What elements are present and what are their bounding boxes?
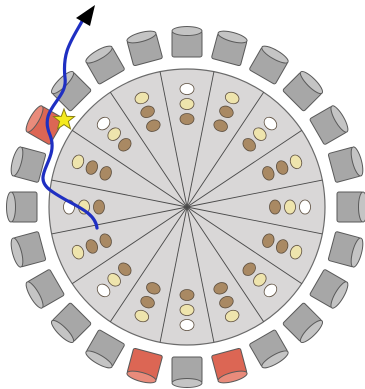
bead	[146, 119, 161, 132]
spoke-line	[72, 129, 188, 208]
bead	[96, 283, 111, 298]
bead	[289, 244, 303, 260]
ring-block	[126, 30, 163, 67]
spoke-line	[186, 179, 323, 208]
bead	[262, 166, 275, 181]
bead	[224, 309, 240, 323]
ring-block	[309, 105, 349, 145]
bead	[179, 83, 195, 95]
bead	[213, 282, 228, 295]
bead	[71, 154, 85, 170]
bead	[107, 273, 121, 287]
bead	[269, 199, 281, 215]
ring-block	[85, 329, 125, 369]
ring-block	[50, 302, 92, 344]
bead	[253, 273, 267, 287]
spoke-line	[186, 92, 265, 208]
bead	[224, 91, 240, 105]
spoke-line	[159, 71, 188, 208]
beads	[63, 83, 311, 331]
ring-block	[309, 269, 349, 309]
bead	[140, 105, 155, 118]
spoke-line	[186, 206, 215, 343]
bead	[179, 304, 195, 316]
ring-block	[171, 26, 203, 58]
spoke-line	[186, 206, 265, 322]
spoke-line	[186, 206, 302, 285]
bead	[263, 116, 278, 131]
spoke-line	[186, 206, 323, 235]
bead	[253, 127, 267, 141]
ring-block	[10, 146, 47, 183]
spoke-line	[109, 92, 188, 208]
spoke-line	[186, 129, 302, 208]
spoke-line	[51, 179, 188, 208]
trajectory-path	[41, 14, 99, 230]
spoke-line	[72, 206, 188, 285]
bead	[146, 282, 161, 295]
bead	[85, 239, 98, 254]
ring-block	[85, 45, 125, 85]
ring-block	[25, 269, 65, 309]
bead	[219, 105, 234, 118]
ring-block	[211, 30, 248, 67]
bead	[276, 160, 289, 175]
ring-block	[327, 146, 364, 183]
ring-block	[282, 302, 324, 344]
spoke-line	[51, 206, 188, 235]
ring-block	[282, 70, 324, 112]
bead	[179, 98, 195, 110]
bead	[242, 138, 256, 152]
bead	[140, 296, 155, 309]
ring-block	[336, 191, 365, 223]
bead	[263, 283, 278, 298]
ring-block	[6, 191, 38, 223]
ring-block	[50, 70, 92, 112]
bead	[107, 127, 121, 141]
bead	[96, 116, 111, 131]
arrow-head-icon	[76, 5, 95, 26]
bead	[289, 154, 303, 170]
bead	[213, 119, 228, 132]
spoke-line	[109, 206, 188, 322]
bead	[299, 199, 311, 215]
ring-block	[171, 356, 203, 388]
spoke-line	[186, 71, 215, 208]
ring-block	[211, 347, 248, 384]
bead	[179, 319, 195, 331]
spokes	[51, 71, 323, 343]
ring-block	[126, 347, 163, 384]
bead	[99, 166, 112, 181]
ring-block	[327, 231, 364, 268]
bead	[85, 160, 98, 175]
bead	[118, 138, 132, 152]
outer-blocks	[6, 26, 365, 388]
bead	[179, 113, 195, 125]
bead	[276, 239, 289, 254]
ring-block	[10, 231, 47, 268]
bead	[179, 289, 195, 301]
bead	[242, 262, 256, 276]
bead	[284, 199, 296, 215]
bead	[118, 262, 132, 276]
bead	[262, 233, 275, 248]
spoke-line	[159, 206, 188, 343]
ring-block	[249, 329, 289, 369]
bead	[134, 309, 150, 323]
bead	[99, 233, 112, 248]
star-icon	[52, 107, 76, 131]
ring-block	[249, 45, 289, 85]
bead	[93, 199, 105, 215]
bead	[219, 296, 234, 309]
bead	[134, 91, 150, 105]
bead	[71, 244, 85, 260]
